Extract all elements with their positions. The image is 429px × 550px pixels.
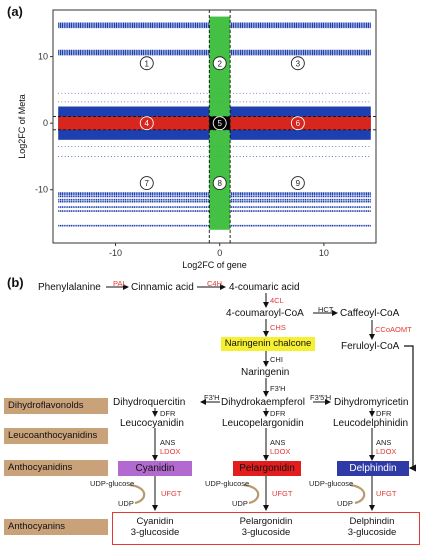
- enzyme-ufgt-pelargonidin: UFGT: [272, 489, 293, 498]
- x-tick-label: -10: [109, 248, 122, 258]
- node-leucocyanidin: Leucocyanidin: [120, 418, 184, 429]
- enzyme-ans-pelargonidin: ANS: [270, 438, 286, 447]
- region-label-1: 1: [145, 59, 150, 68]
- region-circle-4: [139, 116, 154, 131]
- node-caffeoyl-coa: Caffeoyl-CoA: [340, 308, 400, 319]
- region-label-5: 5: [217, 119, 222, 128]
- enzyme-ccoaomt: CCoAOMT: [375, 325, 412, 334]
- enzyme-dfr-pelargonidin: DFR: [270, 409, 286, 418]
- region-circle-8: [212, 176, 227, 191]
- category-anthocyanidins: Anthocyanidins: [4, 460, 108, 476]
- node-leucodelphinidin: Leucodelphinidin: [333, 418, 409, 429]
- node-feruloyl-coa: Feruloyl-CoA: [341, 341, 400, 352]
- region-label-8: 8: [217, 179, 222, 188]
- enzyme-f3h-right: F3'5'H: [310, 393, 332, 402]
- node-4-coumaroyl-coa: 4-coumaroyl-CoA: [226, 308, 304, 319]
- x-tick-label: 0: [217, 248, 222, 258]
- region-label-3: 3: [296, 59, 301, 68]
- udp-pelargonidin: UDP: [232, 499, 248, 508]
- enzyme-f3h-left: F3'H: [204, 393, 220, 402]
- enzyme-ldox-delphindin: LDOX: [376, 447, 397, 456]
- node-naringenin-chalcone: Naringenin chalcone: [221, 337, 315, 351]
- udp-glucose-pelargonidin: UDP-glucose: [205, 479, 250, 488]
- enzyme-chi: CHI: [270, 355, 283, 364]
- pelargonidin-glucoside-line1: Pelargonidin: [239, 516, 293, 527]
- y-tick-label: 0: [43, 118, 48, 128]
- x-tick-label: 10: [319, 248, 329, 258]
- udp-glucose-cyanidin: UDP-glucose: [90, 479, 135, 488]
- node-cinnamic-acid: Cinnamic acid: [131, 282, 194, 293]
- enzyme-ufgt-cyanidin: UFGT: [161, 489, 182, 498]
- cyanidin-glucoside-line2: 3-glucoside: [130, 527, 180, 538]
- category-dihydroflavonols: Dihydroflavonolds: [4, 398, 108, 414]
- node-4-coumaric-acid: 4-coumaric acid: [229, 282, 300, 293]
- enzyme-chs: CHS: [270, 323, 286, 332]
- node-dihydrokaempferol: Dihydrokaempferol: [221, 397, 305, 408]
- enzyme-ans-delphindin: ANS: [376, 438, 392, 447]
- node-leucopelargonidin: Leucopelargonidin: [222, 418, 304, 429]
- node-dihydroquercitin: Dihydroquercitin: [113, 397, 186, 408]
- region-circle-6: [290, 116, 305, 131]
- panel-a-label: (a): [7, 4, 23, 19]
- node-pelargonidin-3-glucoside: Pelargonidin 3-glucoside: [221, 516, 311, 538]
- enzyme-dfr-cyanidin: DFR: [160, 409, 176, 418]
- node-phenylalanine: Phenylalanine: [38, 282, 101, 293]
- node-cyanidin-3-glucoside: Cyanidin 3-glucoside: [110, 516, 200, 538]
- category-anthocyanins: Anthocyanins: [4, 519, 108, 535]
- node-pelargonidin: Pelargonidin: [233, 461, 301, 476]
- enzyme-pal: PAL: [113, 279, 127, 288]
- panel-b-label: (b): [7, 275, 24, 290]
- enzyme-c4h: C4H: [207, 279, 223, 288]
- region-circle-9: [290, 176, 305, 191]
- region-label-4: 4: [145, 119, 150, 128]
- node-naringenin: Naringenin: [241, 367, 290, 378]
- enzyme-f3h: F3'H: [270, 384, 286, 393]
- enzyme-dfr-delphindin: DFR: [376, 409, 392, 418]
- udp-glucose-delphindin: UDP-glucose: [309, 479, 354, 488]
- udp-cyanidin: UDP: [118, 499, 134, 508]
- y-tick-label: -10: [35, 185, 48, 195]
- region-circle-3: [290, 56, 305, 71]
- node-cyanidin: Cyanidin: [118, 461, 192, 476]
- enzyme-ldox-pelargonidin: LDOX: [270, 447, 291, 456]
- cyanidin-glucoside-line1: Cyanidin: [136, 516, 174, 527]
- region-label-6: 6: [296, 119, 301, 128]
- delphindin-glucoside-line1: Delphindin: [349, 516, 395, 527]
- region-circle-2: [212, 56, 227, 71]
- region-circle-1: [139, 56, 154, 71]
- region-circle-7: [139, 176, 154, 191]
- region-label-7: 7: [145, 179, 150, 188]
- enzyme-ufgt-delphindin: UFGT: [376, 489, 397, 498]
- y-tick-label: 10: [38, 52, 48, 62]
- y-axis-label: Log2FC of Meta: [17, 94, 27, 159]
- enzyme-ans-cyanidin: ANS: [160, 438, 176, 447]
- x-axis-label: Log2FC of gene: [182, 260, 247, 270]
- enzyme-4cl: 4CL: [270, 296, 284, 305]
- node-delphindin-3-glucoside: Delphindin 3-glucoside: [327, 516, 417, 538]
- node-delphindin: Delphindin: [337, 461, 409, 476]
- region-label-9: 9: [296, 179, 301, 188]
- region-label-2: 2: [217, 59, 222, 68]
- node-dihydromyricetin: Dihydromyricetin: [334, 397, 409, 408]
- enzyme-ldox-cyanidin: LDOX: [160, 447, 181, 456]
- enzyme-hct: HCT: [318, 305, 334, 314]
- udp-delphindin: UDP: [337, 499, 353, 508]
- pelargonidin-glucoside-line2: 3-glucoside: [241, 527, 291, 538]
- category-leucoanthocyanidins: Leucoanthocyanidins: [4, 428, 108, 444]
- anthocyanins-box: [112, 512, 420, 545]
- delphindin-glucoside-line2: 3-glucoside: [347, 527, 397, 538]
- region-circle-5: [212, 116, 227, 131]
